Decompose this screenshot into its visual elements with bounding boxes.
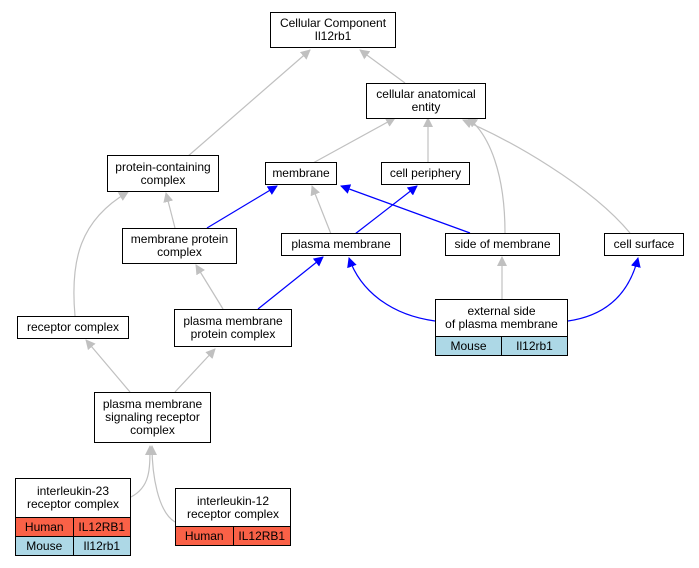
edge-side-part-of-membrane [340, 184, 471, 234]
node-cellular-anatomical-entity[interactable]: cellular anatomical entity [366, 83, 486, 119]
edge-pmpc-part-of-pm [257, 256, 324, 310]
node-title: interleukin-12 receptor complex [186, 493, 280, 521]
gene-label[interactable]: IL12RB1 [232, 527, 291, 545]
edge-il23-to-signaling [130, 445, 155, 498]
species-gene-row: Mouse Il12rb1 [16, 536, 130, 555]
node-receptor-complex[interactable]: receptor complex [17, 316, 129, 339]
node-cell-surface[interactable]: cell surface [604, 233, 684, 256]
edge-membrane-to-anatomical [312, 117, 396, 164]
species-label: Mouse [450, 339, 487, 353]
species-label: Human [24, 520, 64, 534]
node-cellular-component-root[interactable]: Cellular Component Il12rb1 [270, 12, 396, 48]
node-membrane[interactable]: membrane [265, 162, 337, 185]
node-protein-containing-complex[interactable]: protein-containing complex [107, 155, 219, 192]
node-side-of-membrane[interactable]: side of membrane [445, 233, 560, 256]
species-label: Human [184, 529, 224, 543]
node-plasma-membrane-protein-complex[interactable]: plasma membrane protein complex [174, 309, 292, 347]
gene-label[interactable]: Il12rb1 [72, 537, 131, 555]
edge-pmpc-to-mpc [195, 264, 224, 310]
species-gene-row: Human IL12RB1 [176, 526, 290, 545]
node-plasma-membrane-signaling-receptor-complex[interactable]: plasma membrane signaling receptor compl… [94, 392, 211, 443]
species-gene-row: Mouse Il12rb1 [436, 336, 567, 355]
edge-mpc-to-protein-complex [163, 192, 176, 229]
edge-mpc-part-of-membrane [206, 185, 278, 229]
edge-il12-to-signaling [147, 445, 176, 523]
edge-pm-part-of-periphery [354, 185, 418, 235]
node-external-side-of-plasma-membrane[interactable]: external side of plasma membrane Mouse I… [435, 299, 568, 356]
edge-protein-complex-to-root [186, 49, 311, 158]
edge-external-part-of-surface [567, 257, 641, 322]
node-interleukin-23-receptor-complex[interactable]: interleukin-23 receptor complex Human IL… [15, 478, 131, 556]
edge-receptor-to-protein-complex [73, 191, 129, 317]
edge-external-part-of-pm [347, 257, 436, 322]
edge-surface-to-anatomical [462, 118, 631, 234]
node-title: external side of plasma membrane [445, 304, 558, 331]
node-cell-periphery[interactable]: cell periphery [381, 162, 470, 185]
edge-anatomical-to-root [359, 49, 406, 84]
edge-pm-to-membrane [310, 185, 332, 235]
node-title: interleukin-23 receptor complex [26, 484, 120, 511]
gene-label[interactable]: Il12rb1 [501, 337, 567, 355]
edge-signaling-to-receptor [85, 339, 131, 393]
node-membrane-protein-complex[interactable]: membrane protein complex [122, 228, 237, 264]
edge-signaling-to-pmpc [174, 348, 216, 393]
gene-label[interactable]: IL12RB1 [72, 518, 131, 536]
node-interleukin-12-receptor-complex[interactable]: interleukin-12 receptor complex Human IL… [175, 488, 291, 546]
species-label: Mouse [26, 539, 63, 553]
species-gene-row: Human IL12RB1 [16, 517, 130, 536]
edge-side-to-anatomical [467, 117, 506, 234]
node-plasma-membrane[interactable]: plasma membrane [281, 233, 401, 256]
